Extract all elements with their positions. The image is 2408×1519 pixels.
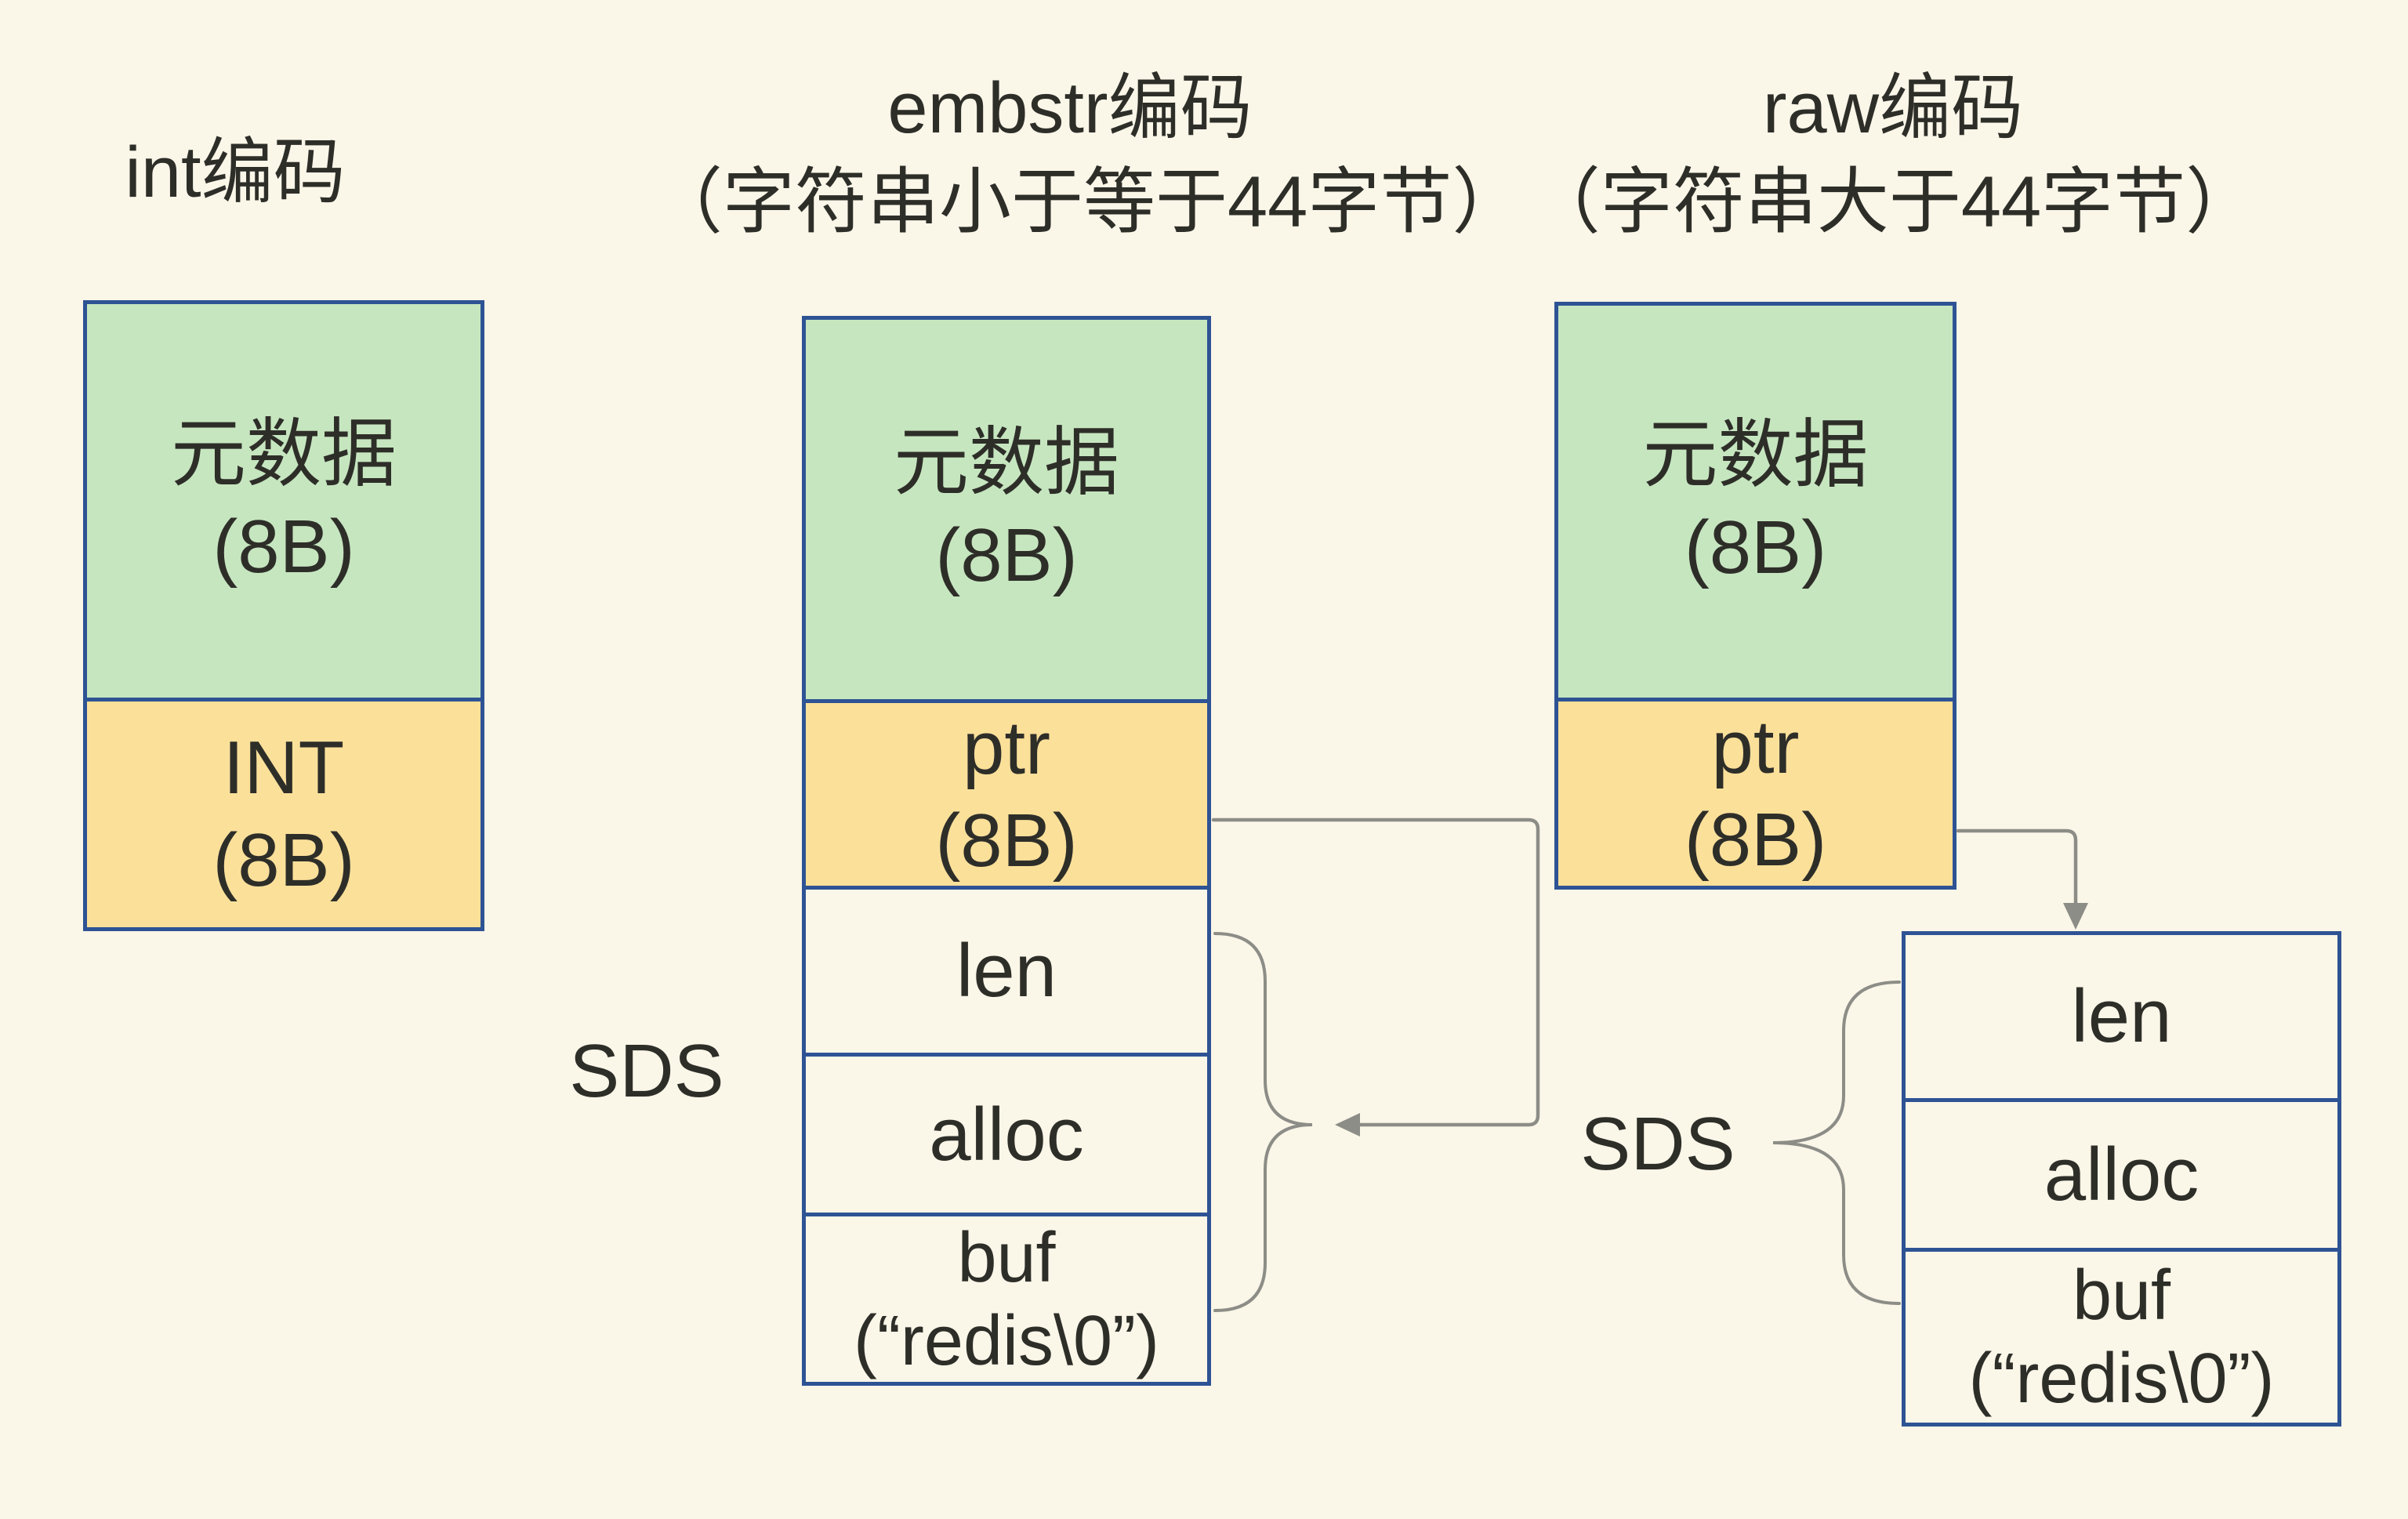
raw-ptr-size: (8B)	[1684, 797, 1827, 882]
raw-encoding-box: 元数据 (8B) ptr (8B)	[1554, 302, 1956, 890]
int-metadata-label: 元数据	[171, 412, 397, 496]
column-title-int: int编码	[47, 125, 423, 219]
raw-len-cell: len	[1906, 935, 2337, 1102]
raw-alloc-cell: alloc	[1906, 1102, 2337, 1252]
raw-metadata-cell: 元数据 (8B)	[1558, 306, 1953, 701]
raw-metadata-size: (8B)	[1684, 506, 1827, 589]
embstr-buf-label: buf	[957, 1218, 1056, 1297]
embstr-alloc-cell: alloc	[806, 1057, 1207, 1216]
embstr-ptr-cell: ptr (8B)	[806, 703, 1207, 890]
raw-buf-value: (“redis\0”)	[1968, 1340, 2275, 1418]
raw-alloc-label: alloc	[2044, 1133, 2199, 1216]
int-value-label: INT	[223, 726, 345, 810]
raw-metadata-label: 元数据	[1642, 413, 1869, 497]
embstr-buf-value: (“redis\0”)	[853, 1301, 1159, 1380]
embstr-ptr-size: (8B)	[935, 798, 1078, 883]
raw-sds-brace-icon	[1772, 981, 1901, 1305]
title-embstr-line2: （字符串小于等于44字节）	[651, 162, 1525, 242]
int-value-cell: INT (8B)	[87, 701, 481, 927]
raw-ptr-arrowhead-icon	[2063, 903, 2088, 930]
embstr-buf-cell: buf (“redis\0”)	[806, 1216, 1207, 1382]
embstr-ptr-arrow-line	[1211, 818, 1540, 1127]
int-metadata-size: (8B)	[212, 505, 355, 589]
raw-buf-cell: buf (“redis\0”)	[1906, 1252, 2337, 1423]
title-raw-line1: raw编码	[1762, 68, 2024, 148]
embstr-encoding-box: 元数据 (8B) ptr (8B) len alloc buf (“redis\…	[802, 316, 1211, 1386]
embstr-alloc-label: alloc	[929, 1092, 1084, 1176]
embstr-ptr-arrowhead-icon	[1335, 1113, 1360, 1137]
raw-buf-label: buf	[2072, 1256, 2171, 1335]
embstr-sds-brace-icon	[1213, 932, 1313, 1312]
embstr-len-label: len	[956, 929, 1057, 1013]
title-int-line1: int编码	[125, 132, 346, 212]
embstr-metadata-cell: 元数据 (8B)	[806, 320, 1207, 703]
raw-sds-box: len alloc buf (“redis\0”)	[1902, 931, 2341, 1427]
int-encoding-box: 元数据 (8B) INT (8B)	[83, 300, 484, 931]
embstr-ptr-label: ptr	[962, 705, 1051, 790]
embstr-metadata-size: (8B)	[935, 513, 1078, 597]
raw-ptr-cell: ptr (8B)	[1558, 701, 1953, 886]
column-title-raw: raw编码 （字符串大于44字节）	[1474, 61, 2312, 249]
embstr-metadata-label: 元数据	[894, 421, 1119, 505]
title-raw-line2: （字符串大于44字节）	[1528, 162, 2258, 242]
embstr-len-cell: len	[806, 890, 1207, 1057]
raw-len-label: len	[2071, 974, 2172, 1058]
raw-ptr-arrow-line	[1956, 828, 2078, 905]
embstr-sds-label: SDS	[569, 1029, 724, 1113]
raw-ptr-label: ptr	[1711, 705, 1800, 789]
title-embstr-line1: embstr编码	[887, 68, 1253, 148]
raw-sds-label: SDS	[1580, 1102, 1735, 1186]
column-title-embstr: embstr编码 （字符串小于等于44字节）	[651, 61, 1525, 249]
int-metadata-cell: 元数据 (8B)	[87, 304, 481, 701]
int-value-size: (8B)	[212, 818, 355, 902]
